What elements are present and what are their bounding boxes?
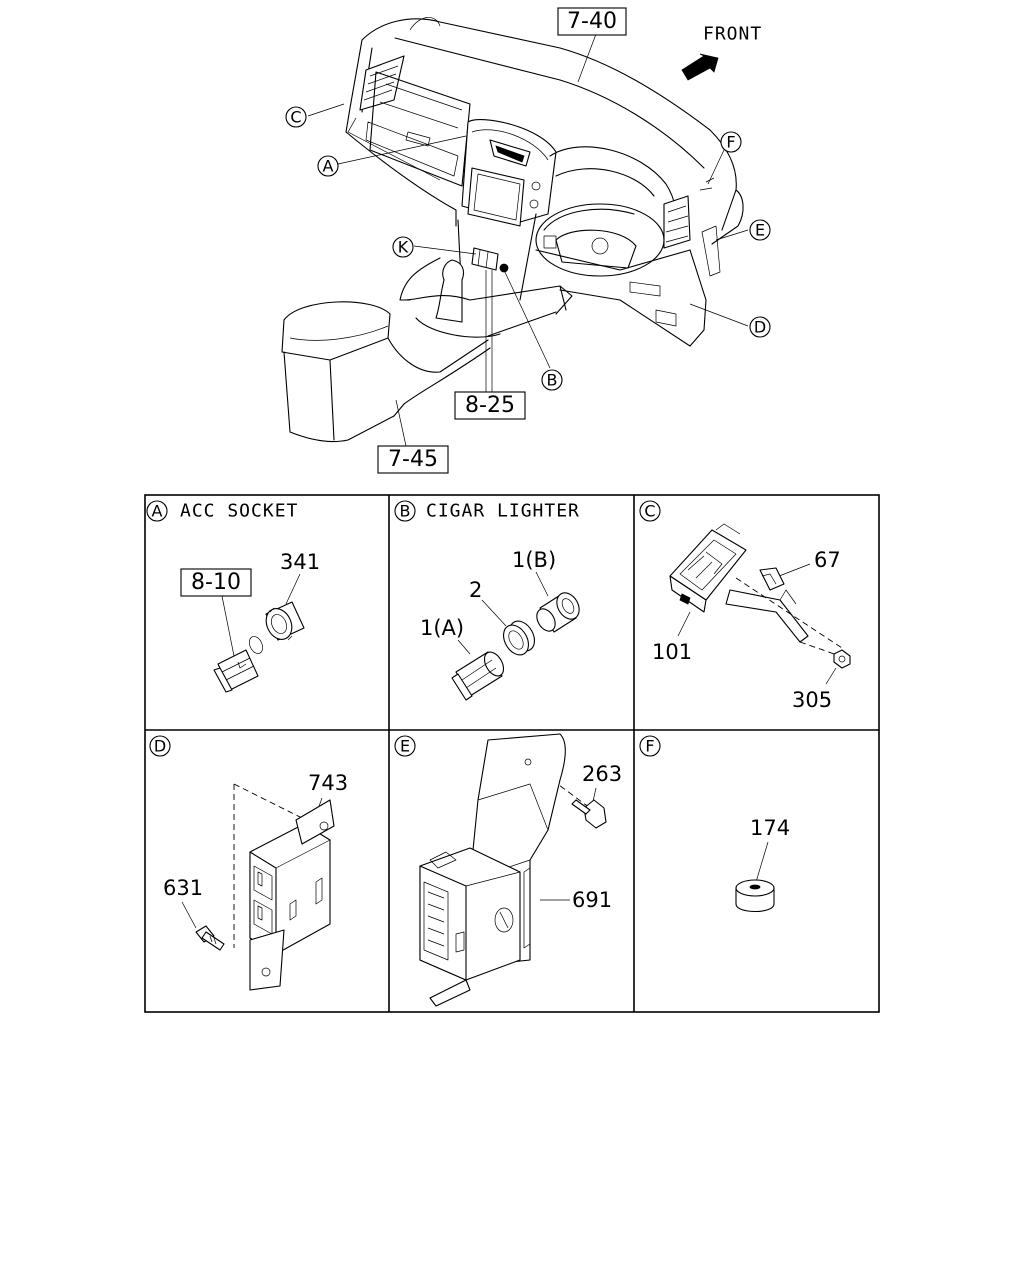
part-174: 174 xyxy=(750,816,790,840)
panel-f-circle: F xyxy=(645,737,654,756)
control-unit-101-part xyxy=(669,523,747,613)
part-691: 691 xyxy=(572,888,612,912)
part-2: 2 xyxy=(469,578,482,602)
part-1a: 1(A) xyxy=(420,616,464,640)
acc-socket-part xyxy=(265,601,305,641)
svg-text:D: D xyxy=(754,318,766,337)
svg-text:B: B xyxy=(547,371,558,390)
panel-d-circle: D xyxy=(154,737,166,756)
lighter-element-part xyxy=(536,592,580,633)
rubber-pad-174-part xyxy=(735,879,775,913)
ref-7-40-text: 7-40 xyxy=(567,9,617,34)
detail-grid xyxy=(144,494,880,1013)
part-743: 743 xyxy=(308,771,348,795)
panel-a-acc-socket: A ACC SOCKET 8-10 341 xyxy=(146,500,320,693)
bolt-631-part xyxy=(195,925,225,951)
ref-8-25-text: 8-25 xyxy=(465,393,515,418)
svg-text:F: F xyxy=(726,133,735,152)
callout-c: C xyxy=(285,106,307,128)
panel-d: D 743 631 xyxy=(149,735,348,991)
lighter-body-part xyxy=(451,651,505,701)
panel-b-cigar-lighter: B CIGAR LIGHTER 1(B) 2 1(A) xyxy=(394,500,580,701)
panel-e-circle: E xyxy=(400,737,410,756)
part-101: 101 xyxy=(652,640,692,664)
callout-a: A xyxy=(317,155,339,177)
part-631: 631 xyxy=(163,876,203,900)
ref-8-10-text: 8-10 xyxy=(191,570,241,595)
body-control-module-743-part xyxy=(249,799,335,991)
svg-text:K: K xyxy=(398,238,409,257)
ref-box-8-25: 8-25 xyxy=(454,391,526,420)
panel-f: F 174 xyxy=(639,735,790,913)
callout-b: B xyxy=(541,369,563,391)
bolt-263-part xyxy=(571,799,607,829)
part-263: 263 xyxy=(582,762,622,786)
panel-b-circle: B xyxy=(400,502,411,521)
acc-plug-part xyxy=(213,649,259,693)
front-arrow-icon xyxy=(681,53,719,81)
callout-d: D xyxy=(749,316,771,338)
part-341: 341 xyxy=(280,550,320,574)
ref-7-45-text: 7-45 xyxy=(388,447,438,472)
lighter-ring-part xyxy=(503,620,535,656)
panel-b-title: CIGAR LIGHTER xyxy=(426,501,580,522)
panel-e: E 263 691 xyxy=(394,733,622,1007)
svg-text:C: C xyxy=(290,108,301,127)
svg-text:A: A xyxy=(323,157,334,176)
panel-c-circle: C xyxy=(644,502,655,521)
svg-text:E: E xyxy=(755,221,765,240)
callout-k: K xyxy=(392,236,414,258)
nut-305-part xyxy=(833,649,851,669)
instrument-panel-illustration xyxy=(281,17,749,447)
gateway-module-691-part xyxy=(419,847,531,1007)
callout-f: F xyxy=(720,131,742,153)
panel-a-circle: A xyxy=(152,502,163,521)
front-label: FRONT xyxy=(703,24,762,45)
panel-a-title: ACC SOCKET xyxy=(180,501,298,522)
ref-box-7-45: 7-45 xyxy=(377,445,449,474)
part-1b: 1(B) xyxy=(512,548,556,572)
part-305: 305 xyxy=(792,688,832,712)
panel-c: C 67 101 305 xyxy=(639,500,851,712)
part-67: 67 xyxy=(814,548,841,572)
ref-box-7-40: 7-40 xyxy=(557,7,627,36)
bracket-67-part xyxy=(725,567,809,643)
callout-e: E xyxy=(749,219,771,241)
